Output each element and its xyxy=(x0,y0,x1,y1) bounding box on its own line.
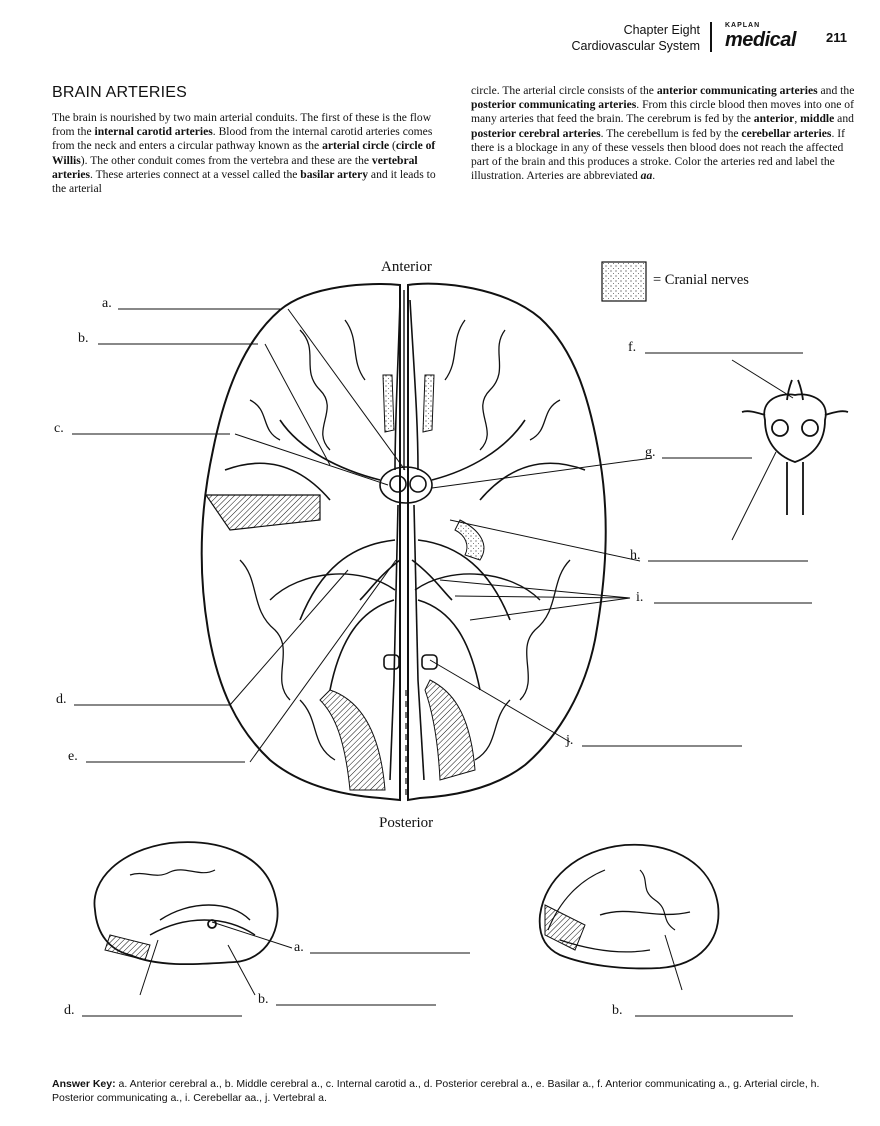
text-run: . If there is a blockage in any of these… xyxy=(471,126,845,183)
label-g: g. xyxy=(645,445,656,460)
sagittal-label-b: b. xyxy=(258,992,269,1007)
label-leader-lines xyxy=(72,308,812,1017)
section-title: BRAIN ARTERIES xyxy=(52,84,187,101)
bold-term: arterial circle xyxy=(322,139,390,153)
bold-term: internal carotid arteries xyxy=(94,125,213,139)
right-hemisphere-outline xyxy=(407,282,607,802)
sagittal-label-d: d. xyxy=(64,1003,75,1018)
cranial-nerves-legend-swatch xyxy=(601,261,647,302)
artery-network xyxy=(279,299,526,800)
page-number: 211 xyxy=(826,30,847,45)
label-e: e. xyxy=(68,749,78,764)
sagittal-brain-view xyxy=(93,841,279,966)
text-run: . The cerebellum is fed by the xyxy=(600,126,742,140)
text-run: . xyxy=(652,169,656,183)
intro-paragraph-col2: circle. The arterial circle consists of … xyxy=(471,84,856,183)
label-a: a. xyxy=(102,296,112,311)
bold-term: anterior communicating arteries xyxy=(656,84,818,97)
chapter-number: Chapter Eight xyxy=(623,23,700,37)
text-run: The brain is nourished by two main arter… xyxy=(52,111,432,139)
text-run: ( xyxy=(389,139,396,153)
bold-term: circle of Willis xyxy=(52,139,436,167)
text-run: . From this circle blood then moves into… xyxy=(471,98,854,126)
label-j: j. xyxy=(566,733,574,748)
chapter-header: Chapter Eight Cardiovascular System xyxy=(571,22,700,54)
text-run: , xyxy=(794,112,801,126)
circle-of-willis-inset xyxy=(741,379,849,515)
inferior-brain-view xyxy=(200,282,607,802)
answer-key-text: a. Anterior cerebral a., b. Middle cereb… xyxy=(52,1078,820,1104)
label-h: h. xyxy=(630,548,641,563)
intro-paragraph-col1: The brain is nourished by two main arter… xyxy=(52,111,442,196)
text-run: . Blood from the internal carotid arteri… xyxy=(52,125,433,153)
logo-small-text: KAPLAN xyxy=(725,22,761,29)
answer-key: Answer Key: a. Anterior cerebral a., b. … xyxy=(52,1077,852,1105)
bold-term: basilar artery xyxy=(300,167,369,181)
text-run: ). The other conduit comes from the vert… xyxy=(80,153,372,167)
publisher-logo: KAPLAN medical xyxy=(725,22,796,51)
lateral-label-b: b. xyxy=(612,1003,623,1018)
logo-big-text: medical xyxy=(725,29,796,51)
text-run: and it leads to the arterial xyxy=(52,167,436,196)
bold-term: anterior xyxy=(753,112,795,126)
text-run: circle. The arterial circle consists of … xyxy=(471,84,657,97)
chapter-section: Cardiovascular System xyxy=(571,39,700,53)
cranial-nerves-legend: = Cranial nerves xyxy=(653,272,749,288)
text-run: and the xyxy=(817,84,855,97)
header-divider xyxy=(710,22,712,52)
bold-term: middle xyxy=(800,112,835,126)
text-run: . These arteries connect at a vessel cal… xyxy=(89,167,301,181)
label-f: f. xyxy=(628,340,637,355)
answer-key-label: Answer Key: xyxy=(52,1078,116,1090)
bold-term: posterior communicating arteries xyxy=(471,98,637,112)
anterior-label: Anterior xyxy=(381,259,432,275)
sagittal-label-a: a. xyxy=(294,940,304,955)
label-d: d. xyxy=(56,692,67,707)
bold-term: cerebellar arteries xyxy=(741,126,832,140)
label-c: c. xyxy=(54,421,64,436)
text-run: and xyxy=(834,112,854,126)
abbreviation: aa xyxy=(640,169,653,183)
left-hemisphere-outline xyxy=(200,283,401,802)
label-b: b. xyxy=(78,331,89,346)
bold-term: vertebral arteries xyxy=(52,153,418,181)
posterior-label: Posterior xyxy=(379,815,434,831)
bold-term: posterior cerebral arteries xyxy=(471,126,601,140)
label-i: i. xyxy=(636,590,644,605)
lateral-brain-view xyxy=(538,843,720,970)
